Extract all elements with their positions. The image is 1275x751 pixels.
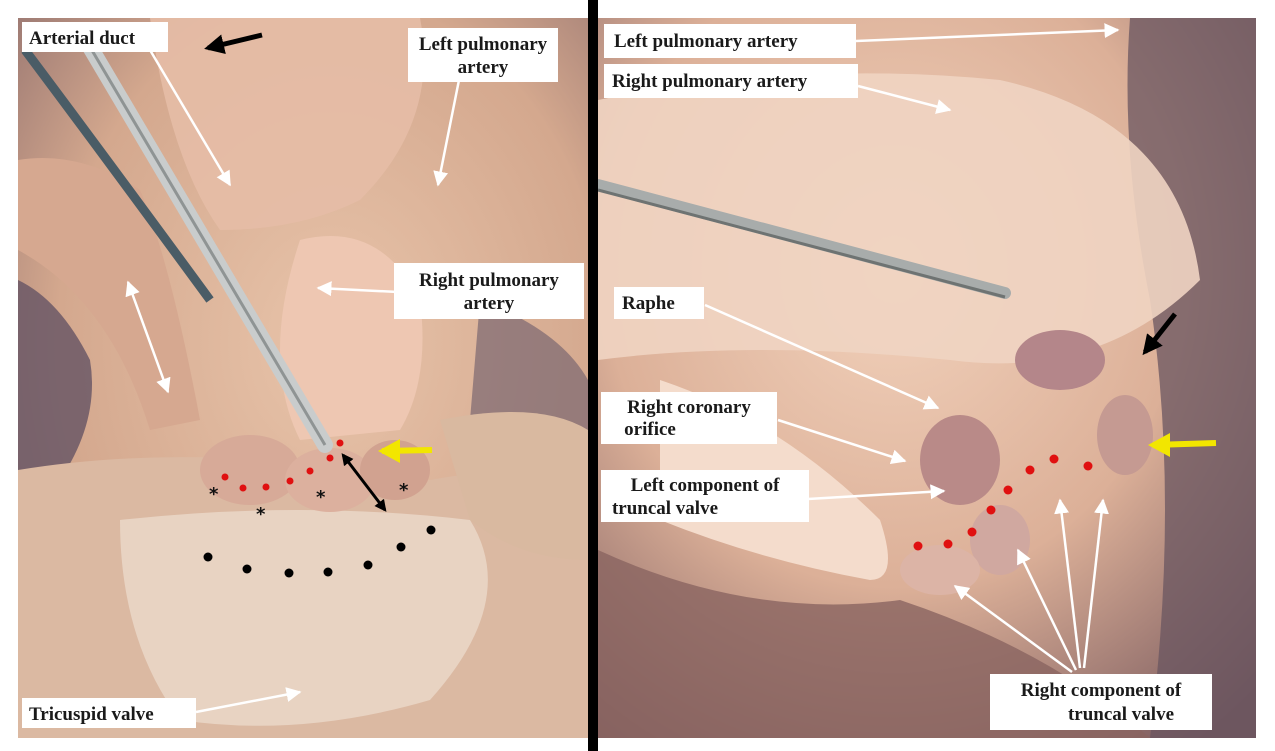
left-pulmonary-artery-pointer-r <box>855 23 1120 43</box>
right-component-pointer-1 <box>953 584 1073 674</box>
red-dot <box>1003 485 1013 495</box>
raphe-label: Raphe <box>622 293 675 314</box>
red-dot <box>1049 454 1059 464</box>
right-pulmonary-artery-pointer-r <box>857 84 952 114</box>
red-dot <box>1083 461 1093 471</box>
pulmonary-trunk-tissue <box>280 236 423 440</box>
left-red-dots <box>221 439 344 492</box>
right-pulmonary-artery-label-r: Right pulmonary artery <box>612 71 808 92</box>
asterisk-marker: * <box>399 480 409 501</box>
right-black-arrow <box>1142 312 1177 356</box>
left-dark-tissue <box>18 280 92 500</box>
right-metal-probe-shade <box>597 188 1006 299</box>
black-dot <box>363 560 373 570</box>
right-component-pointer-3 <box>1054 498 1082 669</box>
black-dot <box>203 552 213 562</box>
right-component-label-box <box>990 674 1212 730</box>
left-yellow-arrow-head <box>378 439 400 463</box>
right-metal-probe <box>592 179 1011 299</box>
black-dot <box>323 567 333 577</box>
right-pulmonary-artery-pointer <box>316 281 399 297</box>
red-dot <box>326 454 334 462</box>
raphe-pointer <box>704 303 940 410</box>
arterial-duct-label: Arterial duct <box>29 28 136 49</box>
tricuspid-leaflets <box>120 510 488 726</box>
red-dot <box>262 483 270 491</box>
right-component-label-line2: truncal valve <box>1068 704 1174 725</box>
left-pulmonary-artery-label-box-r <box>604 24 856 58</box>
panel-divider <box>588 0 598 751</box>
double-white-arrow <box>125 280 171 394</box>
left-component-label-box <box>601 470 809 522</box>
left-pulmonary-artery-label-box <box>408 28 558 82</box>
right-photo-panel <box>592 18 1256 738</box>
right-yellow-arrow-head <box>1148 433 1170 457</box>
asterisk-marker: * <box>209 484 219 505</box>
right-coronary-orifice-label-line1: Right coronary <box>627 397 751 418</box>
asterisk-marker: * <box>316 487 326 508</box>
suture-rope <box>21 47 214 303</box>
right-coronary-orifice-label-box <box>601 392 777 444</box>
black-dot <box>284 568 294 578</box>
right-pulmonary-artery-label-line2: artery <box>464 293 515 314</box>
right-component-pointer-4 <box>1082 498 1109 669</box>
red-dot <box>943 539 953 549</box>
right-pulmonary-artery-label-box <box>394 263 584 319</box>
right-component-leaflet-2 <box>970 505 1030 575</box>
right-coronary-orifice-pointer <box>777 418 907 464</box>
black-dot <box>396 542 406 552</box>
red-dot <box>967 527 977 537</box>
raphe-label-box <box>614 287 704 319</box>
septal-tissue <box>440 412 588 560</box>
red-dot <box>306 467 314 475</box>
black-dot <box>426 525 436 535</box>
red-dot <box>913 541 923 551</box>
tricuspid-valve-pointer <box>195 687 302 714</box>
red-dot <box>286 477 294 485</box>
raphe-lump <box>1015 330 1105 390</box>
left-black-dots <box>203 525 436 578</box>
left-photo-panel <box>18 18 588 738</box>
black-double-arrow <box>341 453 387 512</box>
right-pulmonary-artery-label-line1: Right pulmonary <box>419 270 559 291</box>
red-dot <box>986 505 996 515</box>
right-annotations: Left pulmonary artery Right pulmonary ar… <box>601 23 1217 730</box>
right-component-leaflet-3 <box>900 545 980 595</box>
arterial-duct-label-box <box>22 22 168 52</box>
arterial-duct-pointer <box>148 49 232 187</box>
right-coronary-orifice-label-line2: orifice <box>624 419 676 440</box>
red-dot <box>221 473 229 481</box>
left-annotations: * * * * Arterial duct Left pulmonary art… <box>22 22 584 728</box>
valve-leaflet-1 <box>200 435 300 505</box>
black-dot <box>242 564 252 574</box>
left-component-label-line2: truncal valve <box>612 498 718 519</box>
red-dot <box>239 484 247 492</box>
right-component-pointer-2 <box>1016 548 1078 671</box>
left-pulmonary-artery-label-line2: artery <box>458 57 509 78</box>
asterisk-marker: * <box>256 504 266 525</box>
left-black-arrow <box>204 32 263 54</box>
left-component-pointer <box>807 484 946 501</box>
left-pulmonary-artery-pointer <box>433 74 462 187</box>
tricuspid-valve-label-box <box>22 698 196 728</box>
right-component-leaflet-1 <box>1097 395 1153 475</box>
right-pulmonary-artery-label-box-r <box>604 64 858 98</box>
red-dot <box>1025 465 1035 475</box>
left-pulmonary-artery-label-r: Left pulmonary artery <box>614 31 798 52</box>
red-dot <box>336 439 344 447</box>
left-component-label-line1: Left component of <box>631 475 780 496</box>
left-component-leaflet <box>920 415 1000 505</box>
right-component-label-line1: Right component of <box>1021 680 1182 701</box>
tricuspid-valve-label: Tricuspid valve <box>29 704 154 725</box>
metal-probe-shade <box>78 29 327 446</box>
left-pulmonary-artery-label-line1: Left pulmonary <box>419 34 548 55</box>
pulmonary-arteries-tissue <box>598 73 1200 364</box>
right-red-dots <box>913 454 1093 551</box>
